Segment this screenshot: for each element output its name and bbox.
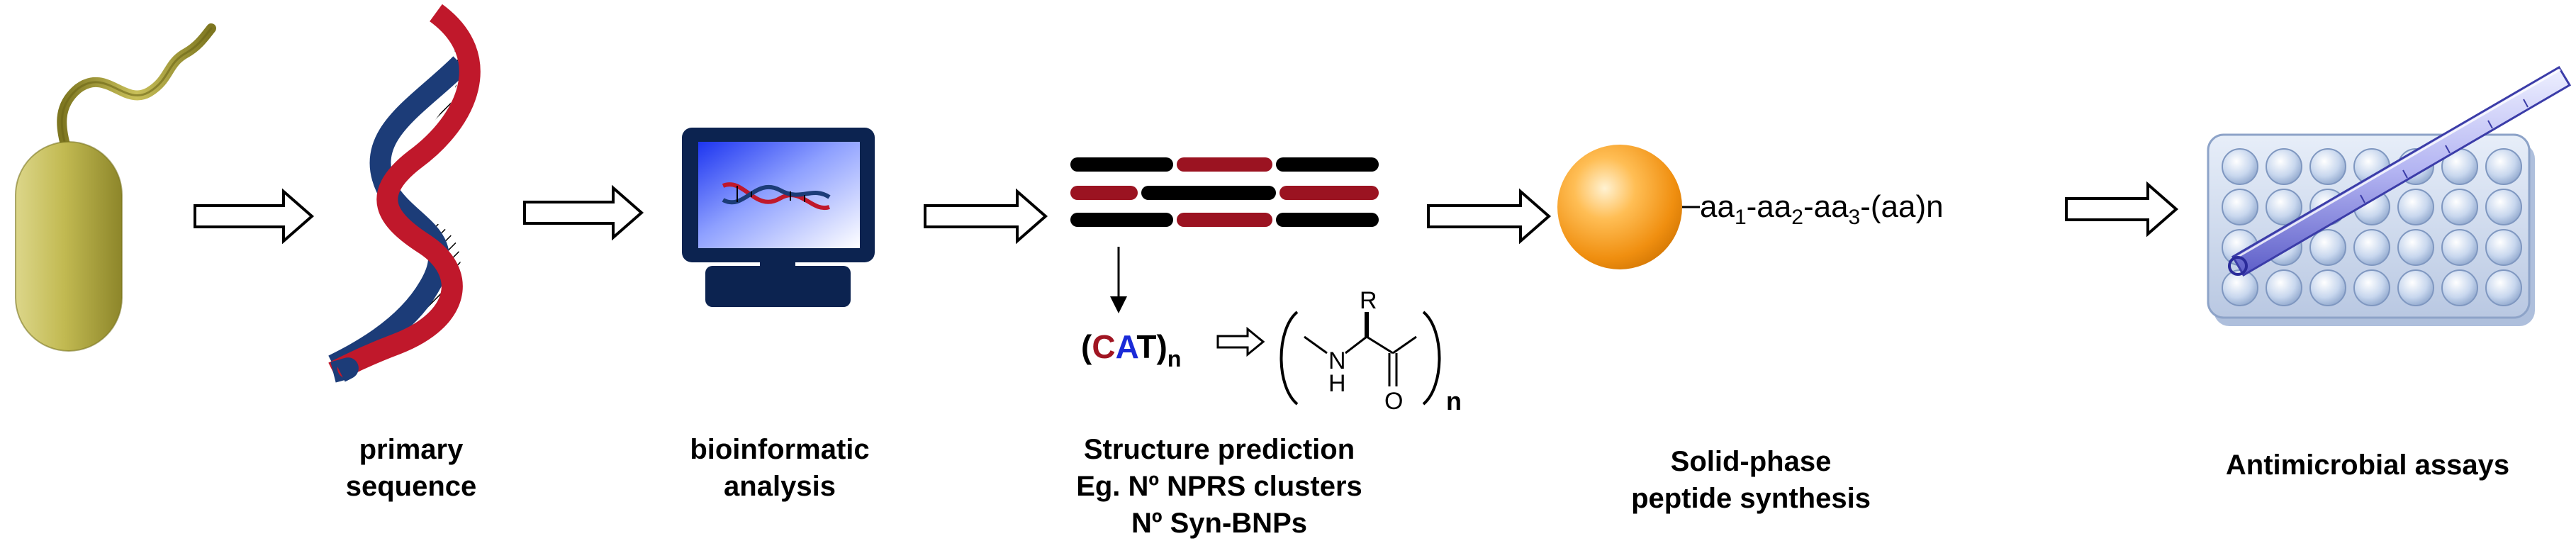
step-label-synthesis: Solid-phase peptide synthesis — [1595, 443, 1907, 517]
amino-acid-structure: R N H O n — [1279, 287, 1462, 415]
gene-bar — [1177, 213, 1272, 227]
step-label-dna: primary sequence — [333, 431, 489, 505]
label-line: analysis — [724, 471, 836, 502]
gene-bar — [1279, 186, 1379, 200]
gene-bar — [1276, 157, 1379, 172]
well — [2266, 269, 2302, 306]
gene-bar — [1070, 213, 1173, 227]
label-line: Structure prediction — [1083, 434, 1355, 465]
well — [2441, 269, 2478, 306]
codon-a: A — [1116, 328, 1138, 365]
well — [2353, 269, 2390, 306]
amine-h-label: H — [1328, 370, 1346, 397]
gene-bar — [1177, 157, 1272, 172]
step-label-assays: Antimicrobial assays — [2169, 447, 2566, 484]
side-chain-label: R — [1360, 287, 1377, 314]
peptide-chain: aa1-aa2-aa3-(aa)n — [1700, 189, 1944, 229]
resin-bead-icon — [1557, 145, 1700, 269]
well — [2309, 269, 2346, 306]
well — [2222, 189, 2258, 225]
arrow-down-icon — [1110, 247, 1127, 313]
well — [2222, 148, 2258, 185]
well — [2485, 148, 2522, 185]
label-line: peptide synthesis — [1631, 483, 1871, 514]
well-plate-pipette-icon — [2207, 65, 2572, 326]
well — [2309, 229, 2346, 266]
well — [2266, 189, 2302, 225]
codon-close: ) — [1156, 328, 1167, 365]
step-label-structure: Structure prediction Eg. Nº NPRS cluster… — [1035, 431, 1404, 542]
computer-monitor-icon — [682, 128, 875, 307]
dna-thumbnail-icon — [722, 182, 831, 211]
codon-t: T — [1136, 328, 1156, 365]
codon-repeat: (CAT)n — [1081, 328, 1181, 372]
well — [2485, 269, 2522, 306]
label-line: primary — [359, 434, 464, 465]
well — [2309, 148, 2346, 185]
pipette-icon — [2228, 65, 2572, 277]
gene-bar — [1276, 213, 1379, 227]
label-line: Antimicrobial assays — [2225, 450, 2510, 481]
well — [2397, 189, 2434, 225]
gene-bar — [1070, 157, 1173, 172]
well — [2397, 229, 2434, 266]
label-line: sequence — [345, 471, 477, 502]
nitrogen-label: N — [1328, 347, 1346, 374]
codon-c: C — [1092, 328, 1115, 365]
arrow-right-icon — [924, 188, 1048, 245]
step-label-computer: bioinformatic analysis — [659, 431, 900, 505]
bacterium-icon — [15, 23, 216, 352]
label-line: bioinformatic — [690, 434, 870, 465]
codon-open: ( — [1081, 328, 1092, 365]
well — [2353, 229, 2390, 266]
arrow-right-icon — [1427, 188, 1552, 245]
label-line: Nº Syn-BNPs — [1131, 508, 1307, 539]
well — [2485, 229, 2522, 266]
dna-helix-icon — [328, 4, 481, 383]
arrow-right-icon — [194, 188, 315, 245]
well — [2266, 148, 2302, 185]
arrow-right-icon — [523, 184, 644, 241]
arrow-right-small-icon — [1216, 326, 1265, 357]
gene-bar — [1141, 186, 1276, 200]
well — [2441, 229, 2478, 266]
gene-cluster-icon — [1070, 157, 1379, 227]
codon-subscript: n — [1167, 346, 1182, 372]
label-line: Solid-phase — [1670, 446, 1832, 477]
well — [2441, 189, 2478, 225]
oxygen-label: O — [1384, 388, 1403, 415]
repeat-subscript: n — [1446, 386, 1462, 415]
arrow-right-icon — [2065, 181, 2179, 238]
label-line: Eg. Nº NPRS clusters — [1076, 471, 1362, 502]
well — [2485, 189, 2522, 225]
well — [2397, 269, 2434, 306]
gene-bar — [1070, 186, 1138, 200]
